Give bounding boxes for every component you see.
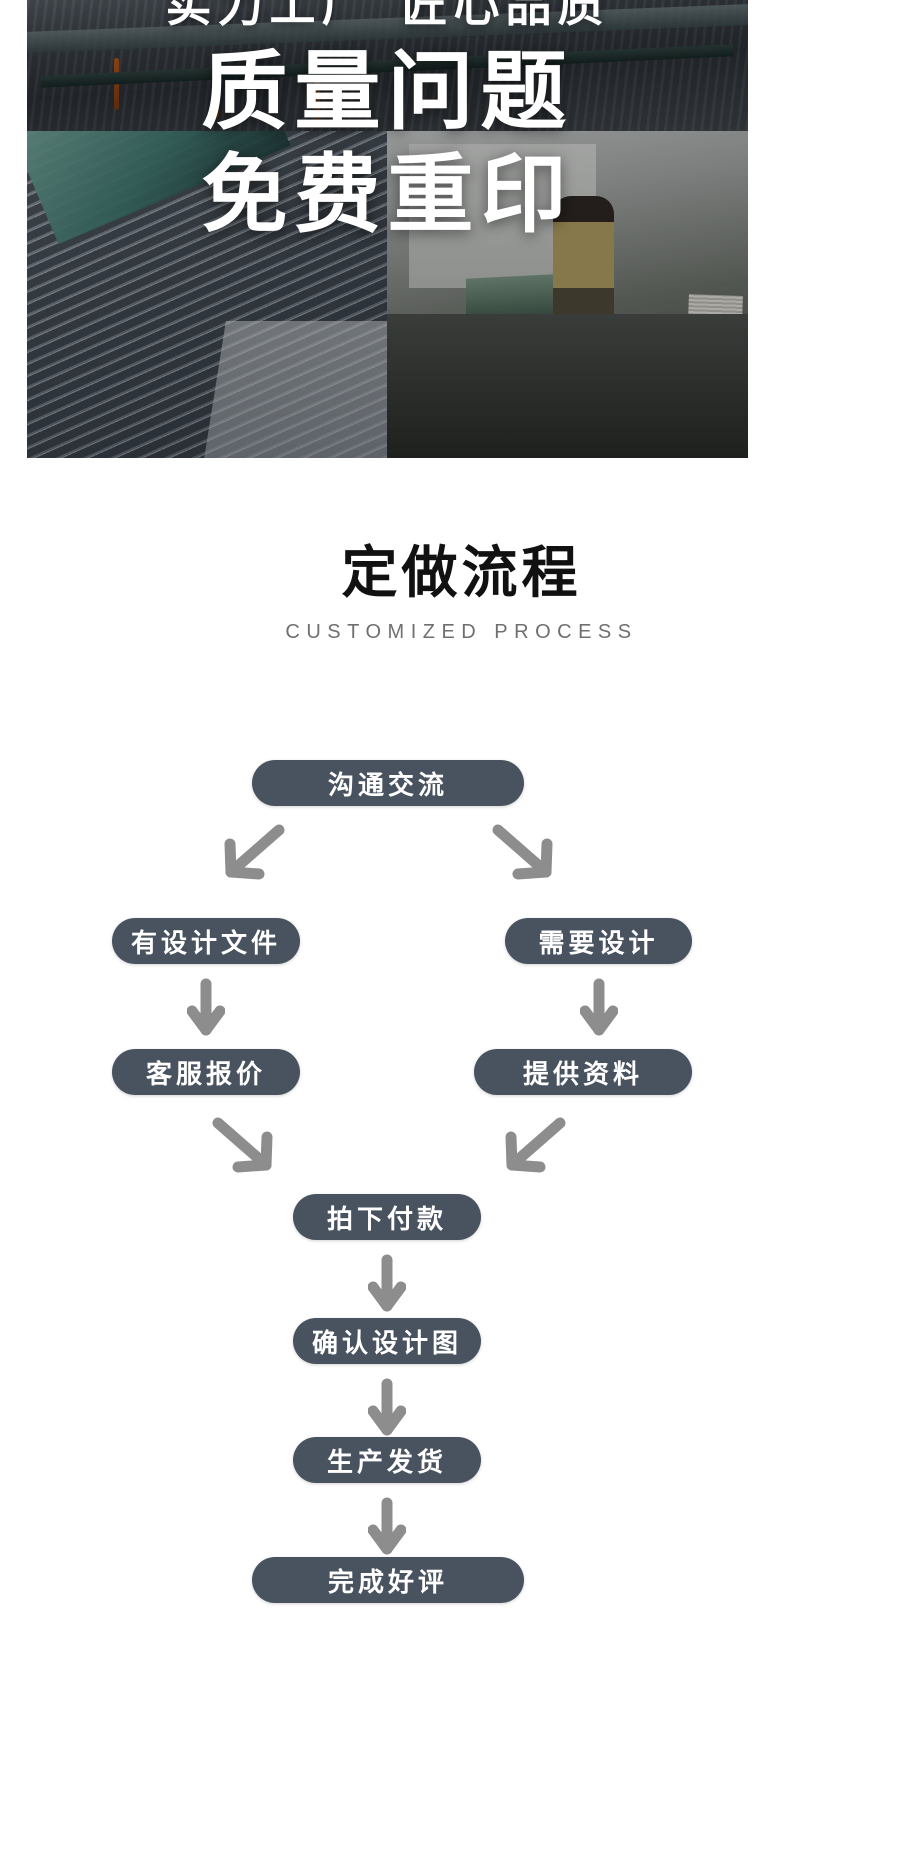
photo-worker-at-press <box>387 131 748 458</box>
hero-banner: 实力工厂匠心品质 质量问题 免费重印 <box>27 0 748 458</box>
section-heading: 定做流程 CUSTOMIZED PROCESS <box>0 545 923 644</box>
arrow-down-right-icon <box>580 978 618 1040</box>
flow-node-label: 沟通交流 <box>327 769 448 800</box>
flow-node-label: 需要设计 <box>538 927 659 958</box>
arrow-split-left-icon <box>215 822 287 884</box>
flow-node-start[interactable]: 沟通交流 <box>252 760 524 806</box>
arrow-split-right-icon <box>490 822 562 884</box>
photo-printed-sheets <box>27 131 387 458</box>
arrow-down-confirm-icon <box>368 1378 406 1440</box>
hero-text-overlay: 实力工厂匠心品质 质量问题 免费重印 <box>27 0 748 458</box>
hero-tagline: 实力工厂匠心品质 <box>166 0 610 28</box>
flow-node-label: 客服报价 <box>145 1058 266 1089</box>
flow-node-finish-review[interactable]: 完成好评 <box>252 1557 524 1603</box>
hero-tagline-right: 匠心品质 <box>401 0 610 31</box>
arrow-merge-right-icon <box>496 1115 568 1177</box>
arrow-down-left-icon <box>187 978 225 1040</box>
arrow-down-production-icon <box>368 1497 406 1559</box>
photo-overlay-tint <box>27 0 748 458</box>
arrow-down-payment-icon <box>368 1254 406 1316</box>
hero-tagline-left: 实力工厂 <box>165 0 374 31</box>
hero-photo-collage <box>27 0 748 458</box>
flow-node-confirm-design[interactable]: 确认设计图 <box>293 1318 481 1364</box>
flow-node-production-shipping[interactable]: 生产发货 <box>293 1437 481 1483</box>
hero-headline-line1: 质量问题 <box>201 44 574 140</box>
arrow-merge-left-icon <box>210 1115 282 1177</box>
flow-node-label: 提供资料 <box>522 1058 643 1089</box>
flow-node-label: 拍下付款 <box>326 1203 447 1234</box>
flow-node-payment[interactable]: 拍下付款 <box>293 1194 481 1240</box>
page-subtitle: CUSTOMIZED PROCESS <box>285 621 638 643</box>
flow-node-label: 生产发货 <box>326 1446 447 1477</box>
flow-node-label: 完成好评 <box>327 1566 448 1597</box>
flow-node-provide-materials[interactable]: 提供资料 <box>474 1049 692 1095</box>
photo-printing-machine <box>27 0 748 131</box>
flow-node-label: 确认设计图 <box>311 1327 462 1358</box>
flow-node-needs-design[interactable]: 需要设计 <box>505 918 692 964</box>
process-flowchart: 沟通交流 有设计文件 需要设计 <box>0 760 923 1710</box>
flow-node-quote[interactable]: 客服报价 <box>112 1049 300 1095</box>
flow-node-label: 有设计文件 <box>130 927 281 958</box>
hero-headline-line2: 免费重印 <box>201 146 574 243</box>
page-title: 定做流程 <box>341 541 582 604</box>
flow-node-has-design-file[interactable]: 有设计文件 <box>112 918 300 964</box>
